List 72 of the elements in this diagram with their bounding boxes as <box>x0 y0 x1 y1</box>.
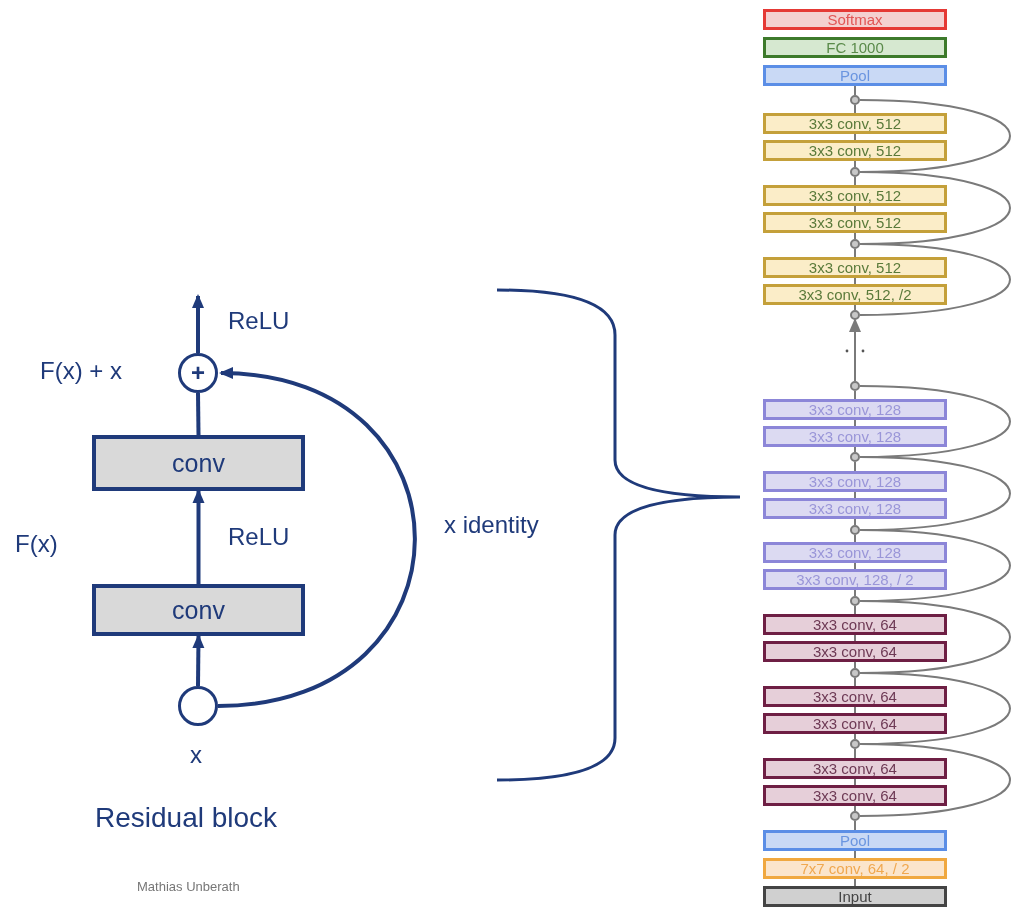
caption: Residual block <box>95 801 278 835</box>
layer-box: 3x3 conv, 512, /2 <box>763 284 947 305</box>
connector-line <box>854 518 856 526</box>
connector-line <box>854 248 856 258</box>
layer-box: 3x3 conv, 64 <box>763 641 947 662</box>
arrow <box>192 489 205 584</box>
skip-connection <box>859 385 1011 458</box>
layer-box: 3x3 conv, 512 <box>763 185 947 206</box>
connector-line <box>854 85 856 96</box>
layer-box: 3x3 conv, 128 <box>763 498 947 519</box>
connector-line <box>854 661 856 669</box>
layer-box: Input <box>763 886 947 907</box>
connector-line <box>854 534 856 543</box>
layer-box: 3x3 conv, 512 <box>763 113 947 134</box>
layer-box: 3x3 conv, 512 <box>763 212 947 233</box>
connector-line <box>854 160 856 168</box>
layer-box: Pool <box>763 830 947 851</box>
layer-box: 3x3 conv, 128 <box>763 542 947 563</box>
connector-line <box>854 133 856 141</box>
layer-box: 3x3 conv, 512 <box>763 140 947 161</box>
layer-box: conv <box>92 435 305 491</box>
layer-box: 3x3 conv, 128, / 2 <box>763 569 947 590</box>
layer-box: 3x3 conv, 64 <box>763 758 947 779</box>
connector-line <box>854 304 856 311</box>
connector-line <box>854 733 856 740</box>
skip-connection <box>859 99 1011 173</box>
connector-line <box>854 589 856 597</box>
connector-line <box>854 491 856 499</box>
layer-box: 3x3 conv, 64 <box>763 614 947 635</box>
connector-line <box>854 805 856 812</box>
arrow <box>849 318 861 382</box>
variable-label: F(x) <box>15 529 58 559</box>
layer-box: 3x3 conv, 512 <box>763 257 947 278</box>
layer-box: Softmax <box>763 9 947 30</box>
node-caption: x <box>190 740 202 770</box>
arrow <box>192 634 205 687</box>
connector-line <box>854 850 856 859</box>
connector-line <box>854 878 856 887</box>
layer-box: Pool <box>763 65 947 86</box>
connector-line <box>854 232 856 240</box>
layer-box: FC 1000 <box>763 37 947 58</box>
layer-box: conv <box>92 584 305 636</box>
skip-connection <box>217 368 417 708</box>
layer-box: 3x3 conv, 128 <box>763 471 947 492</box>
connector-line <box>854 748 856 759</box>
connector-line <box>854 205 856 213</box>
layer-box: 3x3 conv, 64 <box>763 713 947 734</box>
connector-line <box>854 390 856 400</box>
connector-line <box>854 634 856 642</box>
connector-line <box>854 446 856 453</box>
connector-line <box>854 605 856 615</box>
connector-line <box>854 277 856 285</box>
layer-box: 3x3 conv, 128 <box>763 426 947 447</box>
connector-line <box>854 419 856 427</box>
skip-connection <box>859 243 1011 316</box>
layer-box: 3x3 conv, 64 <box>763 785 947 806</box>
connector-line <box>854 562 856 570</box>
connector-line <box>854 176 856 186</box>
connector-line <box>854 778 856 786</box>
node-caption: F(x) + x <box>40 356 122 386</box>
arrow <box>192 294 204 353</box>
layer-box: 7x7 conv, 64, / 2 <box>763 858 947 879</box>
connector-line <box>854 461 856 472</box>
skip-connection <box>859 743 1011 817</box>
connector-line <box>854 706 856 714</box>
connector-line <box>196 392 201 436</box>
connector-line <box>854 677 856 687</box>
layer-box: 3x3 conv, 64 <box>763 686 947 707</box>
credit-text: Mathias Unberath <box>137 879 240 896</box>
layer-box: 3x3 conv, 128 <box>763 399 947 420</box>
connector-line <box>854 820 856 831</box>
connector-line <box>854 104 856 114</box>
